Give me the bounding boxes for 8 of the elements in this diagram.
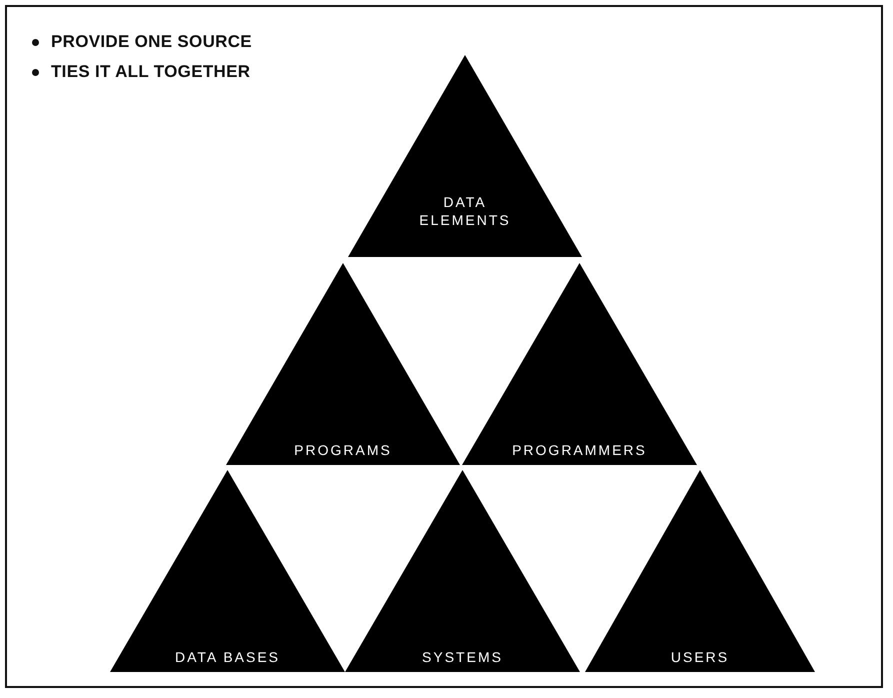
triangle-label: PROGRAMMERS <box>511 442 648 459</box>
triangle-label: SYSTEMS <box>421 648 504 666</box>
triangle-label: USERS <box>670 648 730 666</box>
triangle-label: PROGRAMS <box>293 442 393 459</box>
triangle-label: DATA ELEMENTS <box>418 194 512 229</box>
bullet-text: PROVIDE ONE SOURCE <box>51 32 252 52</box>
bullet-text: TIES IT ALL TOGETHER <box>51 62 250 82</box>
triangle-label: DATA BASES <box>174 648 282 666</box>
